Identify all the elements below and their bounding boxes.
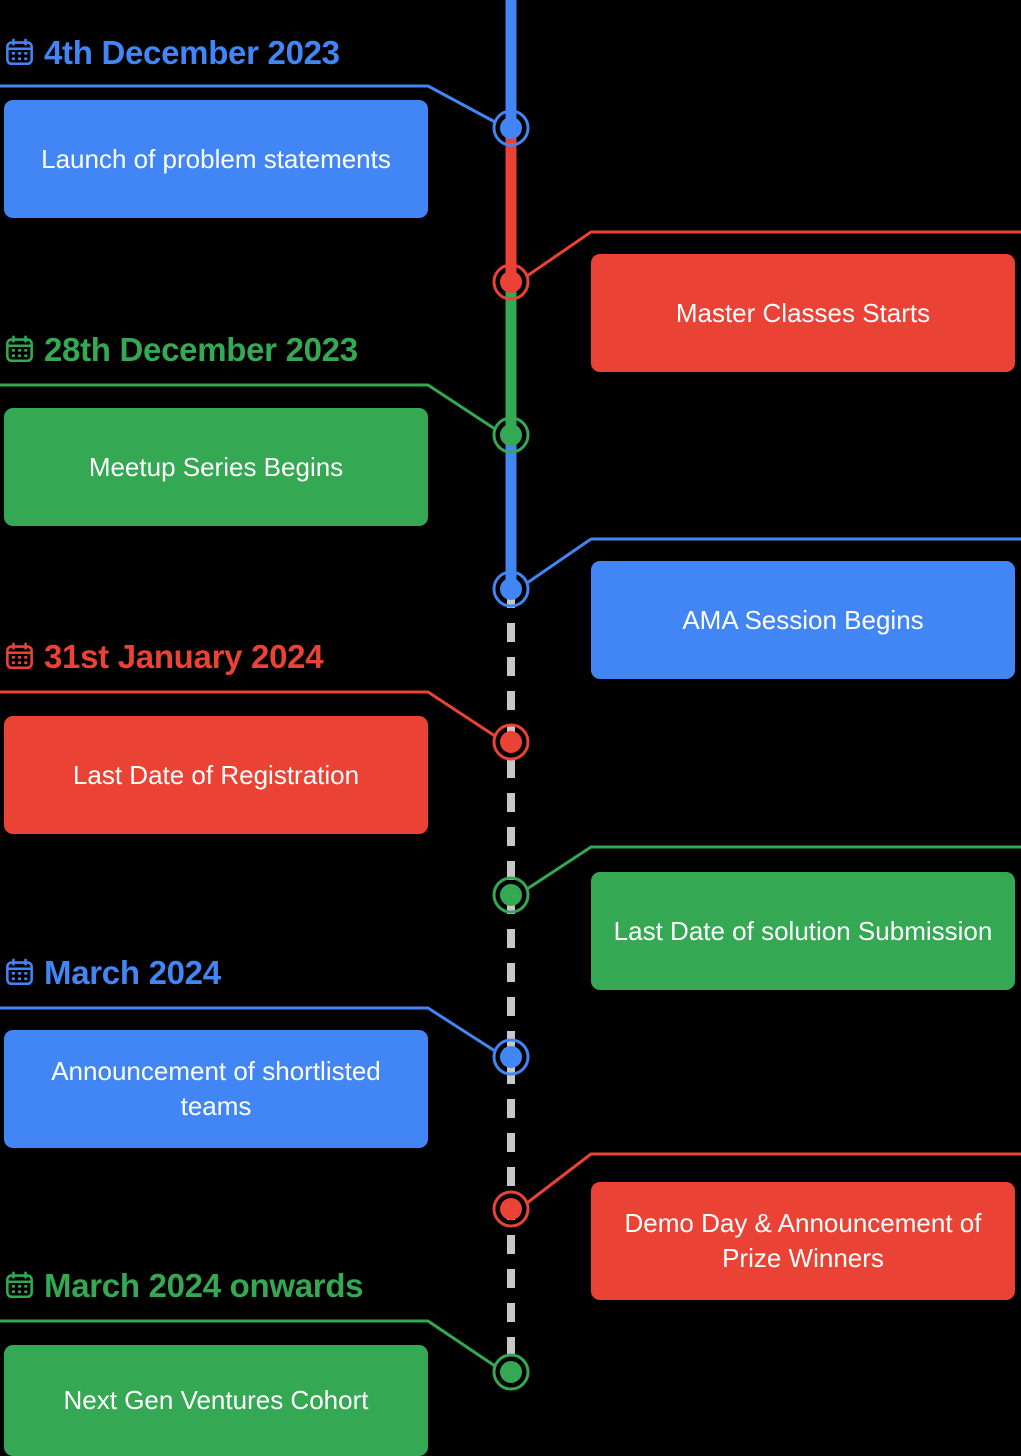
date-row-next-gen-ventures-cohort: March 2024 onwards: [4, 1267, 364, 1304]
event-card-demo-day-and-prize-winners[interactable]: Demo Day & Announcement of Prize Winners: [591, 1182, 1015, 1300]
calendar-icon: [6, 335, 33, 363]
date-label-announcement-of-shortlisted-teams: March 2024: [44, 954, 221, 991]
node-dot-launch-of-problem-statements[interactable]: [500, 117, 522, 139]
event-card-title-last-date-of-solution-submission: Last Date of solution Submission: [613, 915, 993, 946]
node-ring-next-gen-ventures-cohort: [492, 1353, 530, 1391]
node-ring-launch-of-problem-statements: [492, 109, 530, 147]
event-card-meetup-series-begins[interactable]: Meetup Series Begins: [4, 408, 428, 526]
event-card-master-classes-starts[interactable]: Master Classes Starts: [591, 254, 1015, 372]
node-dot-meetup-series-begins[interactable]: [500, 424, 522, 446]
node-dot-next-gen-ventures-cohort[interactable]: [500, 1361, 522, 1383]
date-row-last-date-of-registration: 31st January 2024: [4, 638, 324, 675]
event-card-title-next-gen-ventures-cohort: Next Gen Ventures Cohort: [63, 1385, 369, 1416]
event-card-title-last-date-of-registration: Last Date of Registration: [72, 759, 360, 790]
date-label-next-gen-ventures-cohort: March 2024 onwards: [44, 1267, 364, 1304]
calendar-icon: [6, 38, 33, 66]
date-label-last-date-of-registration: 31st January 2024: [44, 638, 324, 675]
node-dot-announcement-of-shortlisted-teams[interactable]: [500, 1046, 522, 1068]
node-dot-last-date-of-registration[interactable]: [500, 731, 522, 753]
calendar-icon: [6, 958, 33, 986]
date-row-launch-of-problem-statements: 4th December 2023: [4, 36, 340, 69]
calendar-icon: [6, 642, 33, 670]
node-ring-last-date-of-registration: [492, 723, 530, 761]
event-card-title-meetup-series-begins: Meetup Series Begins: [88, 451, 344, 482]
date-row-meetup-series-begins: 28th December 2023: [4, 333, 358, 366]
node-ring-master-classes-starts: [492, 263, 530, 301]
node-dot-demo-day-and-prize-winners[interactable]: [500, 1198, 522, 1220]
event-card-announcement-of-shortlisted-teams[interactable]: Announcement of shortlisted teams: [4, 1030, 428, 1148]
node-ring-demo-day-and-prize-winners: [492, 1190, 530, 1228]
event-card-title-announcement-of-shortlisted-teams: Announcement of shortlisted teams: [51, 1056, 381, 1121]
calendar-icon: [6, 1271, 33, 1299]
node-dot-master-classes-starts[interactable]: [500, 271, 522, 293]
node-ring-ama-session-begins: [492, 570, 530, 608]
node-ring-announcement-of-shortlisted-teams: [492, 1038, 530, 1076]
node-ring-meetup-series-begins: [492, 416, 530, 454]
event-card-next-gen-ventures-cohort[interactable]: Next Gen Ventures Cohort: [4, 1345, 428, 1456]
node-dot-ama-session-begins[interactable]: [500, 578, 522, 600]
event-card-last-date-of-registration[interactable]: Last Date of Registration: [4, 716, 428, 834]
event-card-title-demo-day-and-prize-winners: Demo Day & Announcement of Prize Winners: [624, 1208, 982, 1273]
event-card-ama-session-begins[interactable]: AMA Session Begins: [591, 561, 1015, 679]
date-label-meetup-series-begins: 28th December 2023: [44, 331, 358, 368]
node-ring-last-date-of-solution-submission: [492, 876, 530, 914]
node-dot-last-date-of-solution-submission[interactable]: [500, 884, 522, 906]
event-card-title-master-classes-starts: Master Classes Starts: [675, 297, 931, 328]
event-card-launch-of-problem-statements[interactable]: Launch of problem statements: [4, 100, 428, 218]
event-card-title-ama-session-begins: AMA Session Begins: [682, 604, 924, 635]
event-card-last-date-of-solution-submission[interactable]: Last Date of solution Submission: [591, 872, 1015, 990]
date-label-launch-of-problem-statements: 4th December 2023: [44, 34, 340, 71]
event-card-title-launch-of-problem-statements: Launch of problem statements: [41, 143, 391, 174]
date-row-announcement-of-shortlisted-teams: March 2024: [4, 956, 221, 989]
